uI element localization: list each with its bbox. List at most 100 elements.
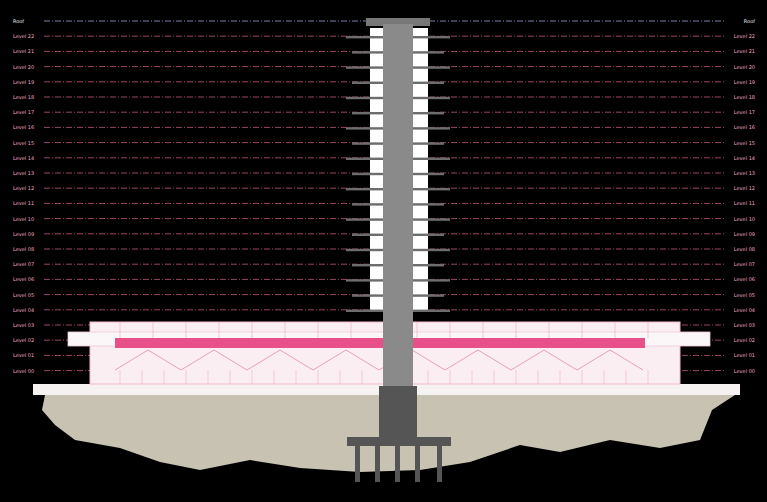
level-label: Level 08 bbox=[733, 246, 756, 252]
roof-mullion bbox=[153, 322, 154, 338]
column bbox=[560, 370, 561, 384]
level-label: Level 20 bbox=[733, 64, 756, 70]
column bbox=[142, 370, 143, 384]
roof-mullion bbox=[582, 322, 583, 338]
pile-cap bbox=[347, 437, 451, 446]
level-label: Level 10 bbox=[733, 216, 756, 222]
truss bbox=[181, 350, 247, 370]
column bbox=[230, 370, 231, 384]
pile bbox=[375, 446, 380, 482]
level-label: Level 21 bbox=[733, 48, 756, 54]
level-label: Level 03 bbox=[733, 322, 756, 328]
roof-mullion bbox=[549, 322, 550, 338]
level-label: Level 02 bbox=[12, 337, 35, 343]
pink-band bbox=[115, 338, 645, 348]
level-label: Level 00 bbox=[733, 368, 756, 374]
roof-mullion bbox=[450, 322, 451, 338]
level-label: Level 17 bbox=[733, 109, 756, 115]
column bbox=[186, 370, 187, 384]
roof-mullion bbox=[219, 322, 220, 338]
pile bbox=[355, 446, 360, 482]
roof-mullion bbox=[285, 322, 286, 338]
level-label: Level 15 bbox=[733, 140, 756, 146]
column bbox=[626, 370, 627, 384]
column bbox=[582, 370, 583, 384]
level-label: Level 18 bbox=[12, 94, 35, 100]
roof-mullion bbox=[318, 322, 319, 338]
level-label: Level 05 bbox=[12, 292, 35, 298]
column bbox=[538, 370, 539, 384]
podium-grid bbox=[115, 322, 648, 384]
level-label: Level 09 bbox=[733, 231, 756, 237]
tower-core bbox=[383, 24, 413, 386]
level-label: Level 11 bbox=[12, 200, 35, 206]
level-label: Level 01 bbox=[733, 352, 756, 358]
column bbox=[428, 370, 429, 384]
column bbox=[340, 370, 341, 384]
truss bbox=[115, 350, 181, 370]
level-label: Level 07 bbox=[12, 261, 35, 267]
column bbox=[296, 370, 297, 384]
pile bbox=[437, 446, 442, 482]
level-label: Level 01 bbox=[12, 352, 35, 358]
level-label: Level 22 bbox=[733, 33, 756, 39]
level-label: Level 17 bbox=[12, 109, 35, 115]
level-label: Level 13 bbox=[733, 170, 756, 176]
level-label: Level 11 bbox=[733, 200, 756, 206]
column bbox=[516, 370, 517, 384]
level-label: Level 15 bbox=[12, 140, 35, 146]
level-label: Level 14 bbox=[733, 155, 756, 161]
level-label: Level 09 bbox=[12, 231, 35, 237]
roof-mullion bbox=[483, 322, 484, 338]
piles bbox=[355, 446, 442, 482]
level-label: Level 07 bbox=[733, 261, 756, 267]
level-label: Roof bbox=[743, 18, 756, 24]
level-label: Level 03 bbox=[12, 322, 35, 328]
column bbox=[648, 370, 649, 384]
roof-mullion bbox=[516, 322, 517, 338]
roof-mullion bbox=[648, 322, 649, 338]
pile bbox=[415, 446, 420, 482]
level-label: Roof bbox=[12, 18, 25, 24]
column bbox=[274, 370, 275, 384]
level-label: Level 00 bbox=[12, 368, 35, 374]
level-label: Level 04 bbox=[12, 307, 35, 313]
truss bbox=[313, 350, 379, 370]
level-label: Level 06 bbox=[733, 276, 756, 282]
level-label: Level 18 bbox=[733, 94, 756, 100]
column bbox=[318, 370, 319, 384]
column bbox=[164, 370, 165, 384]
column bbox=[120, 370, 121, 384]
column bbox=[450, 370, 451, 384]
pile bbox=[395, 446, 400, 482]
level-label: Level 02 bbox=[733, 337, 756, 343]
level-label: Level 08 bbox=[12, 246, 35, 252]
column bbox=[208, 370, 209, 384]
level-label: Level 10 bbox=[12, 216, 35, 222]
truss bbox=[511, 350, 577, 370]
column bbox=[472, 370, 473, 384]
roof-mullion bbox=[186, 322, 187, 338]
level-label: Level 19 bbox=[12, 79, 35, 85]
level-label: Level 12 bbox=[12, 185, 35, 191]
column bbox=[494, 370, 495, 384]
level-label: Level 16 bbox=[733, 124, 756, 130]
level-label: Level 16 bbox=[12, 124, 35, 130]
level-label: Level 12 bbox=[733, 185, 756, 191]
level-label: Level 06 bbox=[12, 276, 35, 282]
level-label: Level 22 bbox=[12, 33, 35, 39]
level-label: Level 04 bbox=[733, 307, 756, 313]
level-label: Level 13 bbox=[12, 170, 35, 176]
core-base bbox=[379, 386, 417, 437]
level-label: Level 21 bbox=[12, 48, 35, 54]
roof-mullion bbox=[120, 322, 121, 338]
column bbox=[362, 370, 363, 384]
level-label: Level 19 bbox=[733, 79, 756, 85]
level-label: Level 05 bbox=[733, 292, 756, 298]
roof-mullion bbox=[615, 322, 616, 338]
roof-mullion bbox=[252, 322, 253, 338]
column bbox=[604, 370, 605, 384]
column bbox=[252, 370, 253, 384]
truss bbox=[445, 350, 511, 370]
